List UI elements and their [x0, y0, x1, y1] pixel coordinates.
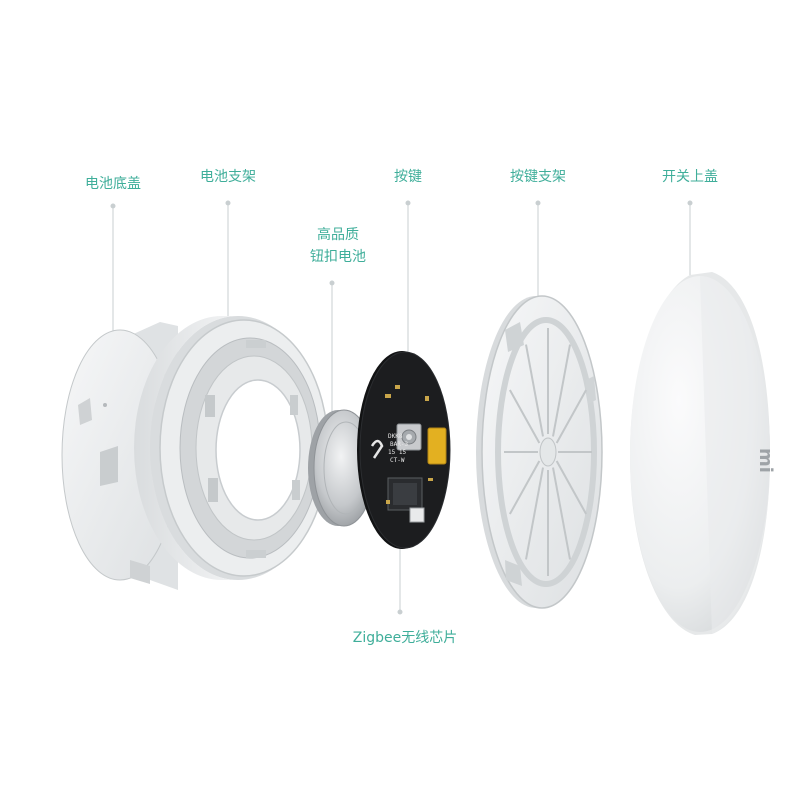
leader-dot-coin-battery	[329, 280, 335, 286]
label-button-bracket: 按键支架	[510, 169, 566, 185]
pcb-board	[357, 351, 451, 549]
leader-dot-button-bracket	[535, 200, 541, 206]
leader-dot-button	[405, 200, 411, 206]
leader-dot-battery-cover	[110, 203, 116, 209]
leader-dot-chip	[397, 609, 403, 615]
bracket-spoke	[525, 467, 544, 560]
label-top-cover: 开关上盖	[662, 169, 718, 185]
bracket-spoke	[509, 389, 541, 444]
label-battery-cover: 电池底盖	[85, 176, 141, 192]
bracket-spoke	[555, 460, 587, 515]
label-coin-battery: 高品质 钮扣电池	[298, 224, 378, 268]
leader-dot-battery-bracket	[225, 200, 231, 206]
switch-top-cover	[630, 272, 770, 635]
pcb-marking-2: BAR-3	[390, 441, 408, 448]
bracket-spoke	[552, 467, 571, 560]
label-button: 按键	[394, 169, 422, 185]
label-coin-battery-line1: 高品质	[317, 227, 359, 243]
bracket-spokes	[504, 328, 592, 576]
label-battery-bracket: 电池支架	[200, 169, 256, 185]
bracket-spoke	[552, 344, 571, 437]
pcb-markings: DKK8 BAR-3 15 15 CT-W	[388, 433, 408, 464]
bracket-spoke	[525, 344, 544, 437]
button-bracket	[476, 295, 603, 609]
bracket-spoke	[509, 460, 541, 515]
battery-bracket	[134, 316, 329, 580]
pcb-marking-4: CT-W	[390, 457, 405, 464]
leader-dot-top-cover	[687, 200, 693, 206]
gold-component	[427, 427, 447, 465]
label-zigbee-chip: Zigbee无线芯片	[352, 630, 458, 646]
bracket-spoke	[555, 389, 587, 444]
mi-logo: mi	[755, 448, 776, 473]
pcb-marking-1: DKK8	[388, 433, 403, 440]
pcb-marking-3: 15 15	[388, 449, 406, 456]
label-coin-battery-line2: 钮扣电池	[310, 249, 366, 265]
